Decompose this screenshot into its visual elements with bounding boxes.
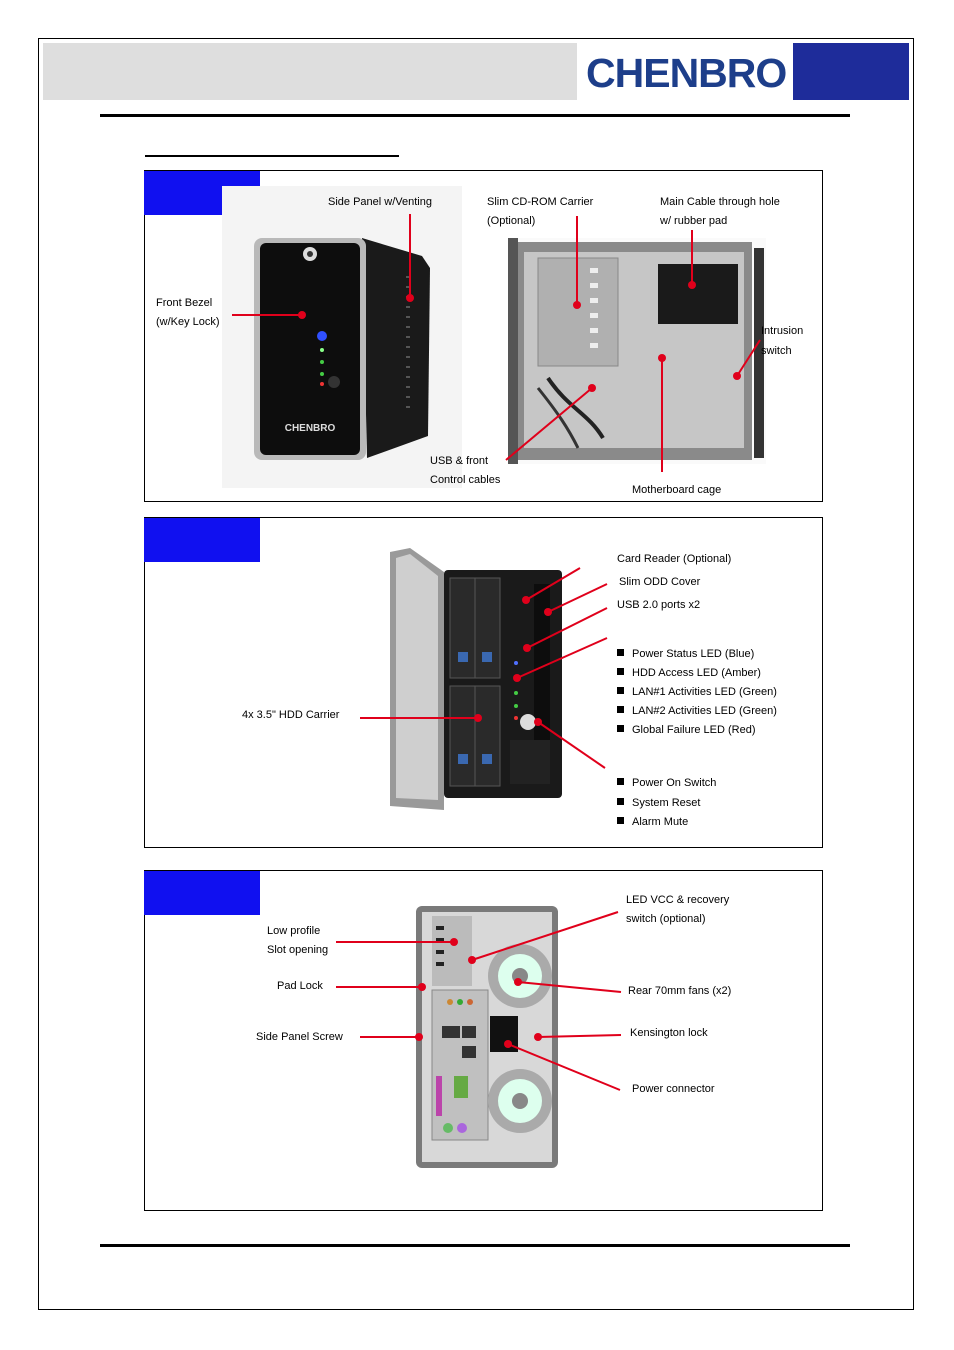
label-slim-cdrom: Slim CD-ROM Carrier — [487, 196, 594, 208]
label-pad-lock: Pad Lock — [277, 980, 323, 992]
section-title-underline — [145, 155, 399, 157]
label-recovery-switch: switch (optional) — [626, 913, 706, 925]
label-main-cable-pad: w/ rubber pad — [660, 215, 728, 227]
label-kensington-lock: Kensington lock — [630, 1027, 708, 1039]
label-low-profile: Low profile — [267, 925, 321, 937]
led-item: HDD Access LED (Amber) — [617, 664, 761, 683]
led-item: Global Failure LED (Red) — [617, 721, 756, 740]
label-front-bezel-keylock: (w/Key Lock) — [156, 316, 220, 328]
led-item: Power Status LED (Blue) — [617, 645, 754, 664]
rear-panel-photo — [416, 906, 558, 1168]
chassis-side-photo — [222, 186, 462, 488]
chassis-logo-text: CHENBRO — [284, 423, 336, 434]
header-rule — [100, 114, 850, 117]
label-control-cables: Control cables — [430, 474, 501, 486]
led-item: LAN#2 Activities LED (Green) — [617, 702, 777, 721]
front-open-photo — [390, 548, 562, 810]
panel2-tab — [144, 518, 260, 562]
label-usb-front: USB & front — [430, 455, 489, 467]
label-slim-cdrom-optional: (Optional) — [487, 215, 536, 227]
switch-item: Alarm Mute — [617, 813, 688, 832]
label-led-vcc: LED VCC & recovery — [626, 894, 730, 906]
label-hdd-carrier: 4x 3.5" HDD Carrier — [242, 709, 340, 721]
led-item: LAN#1 Activities LED (Green) — [617, 683, 777, 702]
panel3-tab — [144, 871, 260, 915]
page-frame — [38, 38, 914, 1310]
header-grey-bar — [43, 43, 577, 100]
label-intrusion-switch: switch — [761, 345, 792, 357]
chassis-interior-photo — [508, 238, 766, 464]
header-blue-block — [793, 43, 909, 100]
footer-rule — [100, 1244, 850, 1247]
label-slot-opening: Slot opening — [267, 944, 329, 956]
label-power-connector: Power connector — [632, 1083, 715, 1095]
label-slim-odd-cover: Slim ODD Cover — [619, 576, 701, 588]
label-card-reader: Card Reader (Optional) — [617, 553, 732, 565]
label-intrusion: Intrusion — [761, 325, 804, 337]
label-rear-fans: Rear 70mm fans (x2) — [628, 985, 732, 997]
switch-item: System Reset — [617, 794, 700, 813]
switch-item: Power On Switch — [617, 774, 716, 793]
brand-logo: CHENBRO — [586, 50, 787, 96]
label-front-bezel: Front Bezel — [156, 297, 213, 309]
label-side-panel: Side Panel w/Venting — [328, 196, 432, 208]
label-usb-ports: USB 2.0 ports x2 — [617, 599, 701, 611]
label-side-panel-screw: Side Panel Screw — [256, 1031, 343, 1043]
label-main-cable: Main Cable through hole — [660, 196, 780, 208]
label-motherboard-cage: Motherboard cage — [632, 484, 722, 496]
